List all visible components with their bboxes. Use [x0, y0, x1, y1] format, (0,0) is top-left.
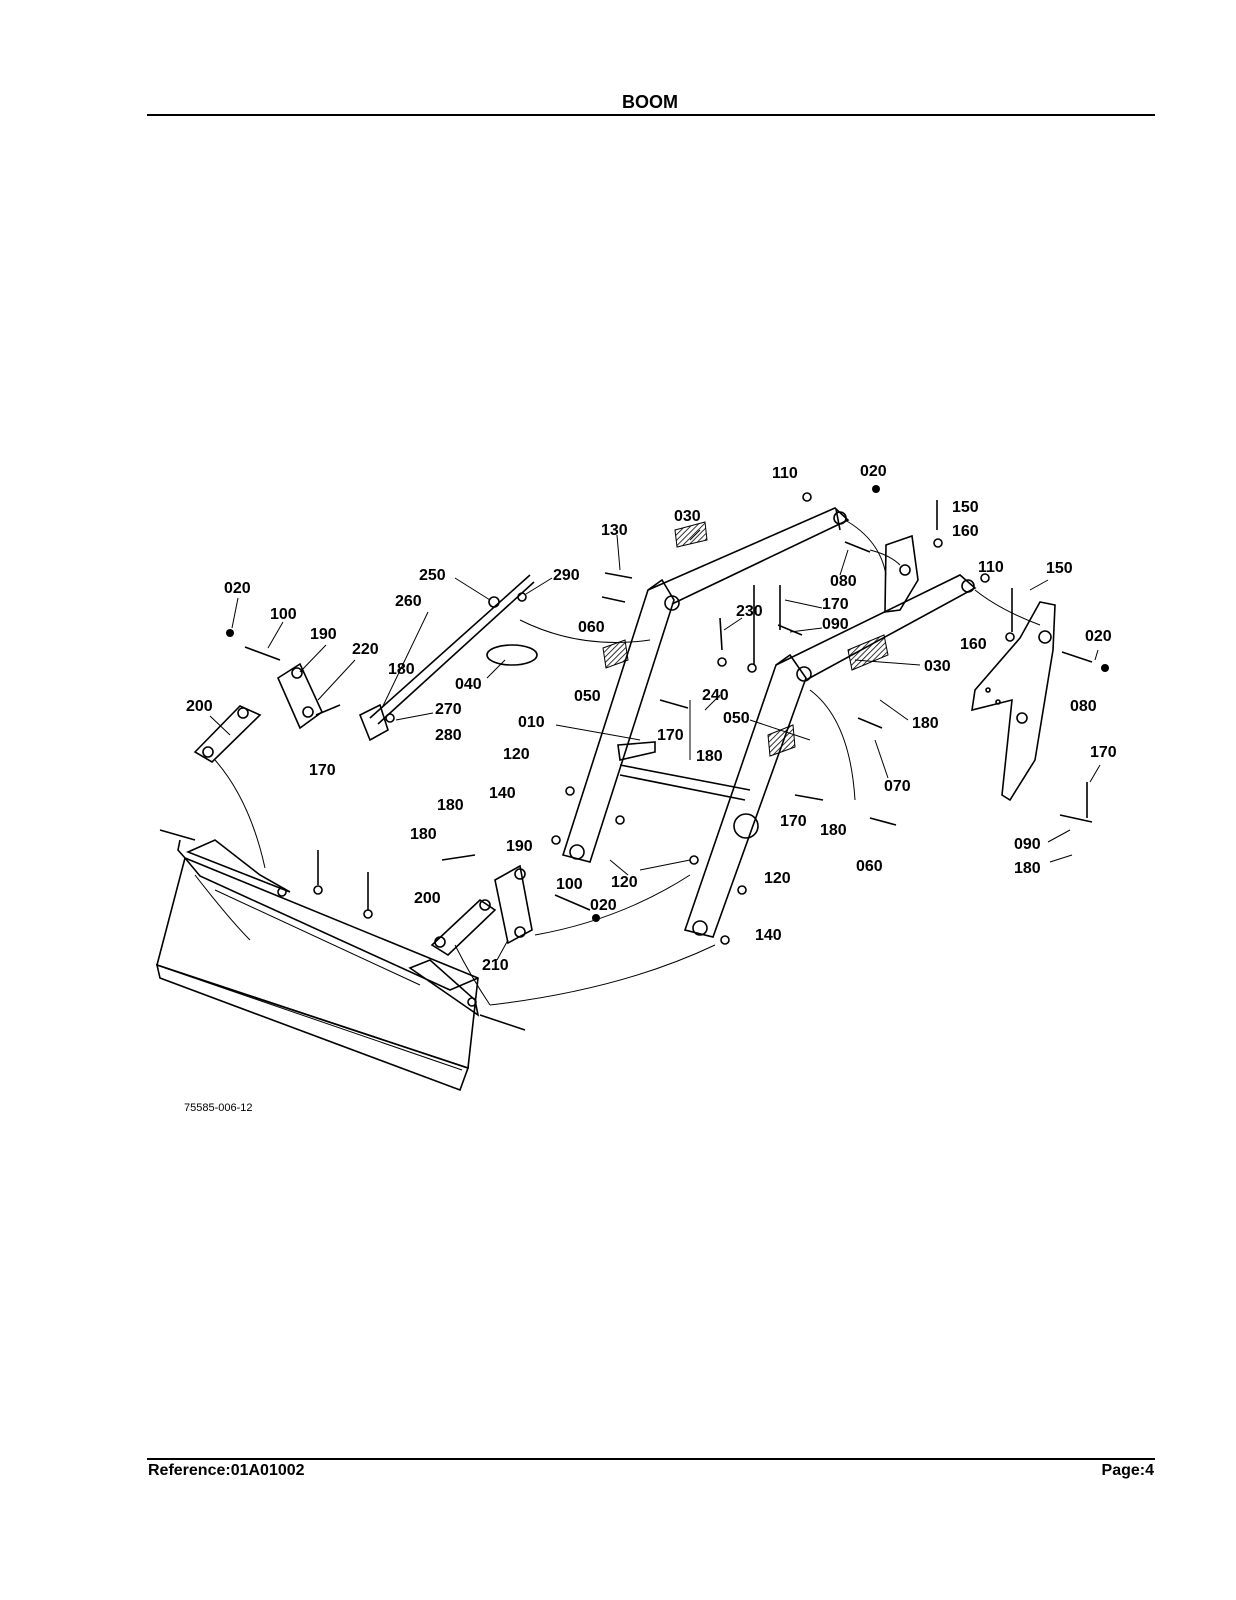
callout-label: 200 — [414, 890, 441, 907]
callout-label: 050 — [723, 710, 750, 727]
callout-label: 250 — [419, 567, 446, 584]
callout-label: 170 — [657, 727, 684, 744]
callout-label: 190 — [310, 626, 337, 643]
callout-label: 280 — [435, 727, 462, 744]
callout-label: 070 — [884, 778, 911, 795]
callout-label: 180 — [912, 715, 939, 732]
callout-label: 160 — [960, 636, 987, 653]
pins-and-bolts — [244, 500, 1093, 911]
callout-label: 230 — [736, 603, 763, 620]
callout-label: 170 — [822, 596, 849, 613]
right-mount-bracket — [971, 601, 1056, 802]
callout-label: 020 — [590, 897, 617, 914]
callout-label: 080 — [1070, 698, 1097, 715]
callout-label: 170 — [780, 813, 807, 830]
callout-label: 140 — [489, 785, 516, 802]
callout-label: 270 — [435, 701, 462, 718]
callout-label: 220 — [352, 641, 379, 658]
bucket — [155, 829, 526, 1092]
callout-label: 020 — [1085, 628, 1112, 645]
callout-label: 110 — [772, 465, 798, 482]
callout-label: 180 — [696, 748, 723, 765]
callout-label: 120 — [611, 874, 638, 891]
left-boom-arm — [561, 507, 850, 863]
callout-label: 090 — [1014, 836, 1041, 853]
level-rod — [358, 574, 535, 742]
callout-label: 030 — [674, 508, 701, 525]
callout-label: 120 — [764, 870, 791, 887]
header-rule — [147, 114, 1155, 116]
callout-label: 100 — [270, 606, 297, 623]
callout-label: 200 — [186, 698, 213, 715]
callout-label: 170 — [1090, 744, 1117, 761]
page-number: Page:4 — [1101, 1462, 1154, 1479]
callout-label: 180 — [1014, 860, 1041, 877]
left-links — [193, 662, 324, 764]
callout-label: 010 — [518, 714, 545, 731]
callout-label: 090 — [822, 616, 849, 633]
callout-label: 170 — [309, 762, 336, 779]
center-links — [430, 864, 533, 957]
callout-label: 180 — [410, 826, 437, 843]
callout-label: 260 — [395, 593, 422, 610]
grease-fittings — [226, 485, 1109, 922]
callout-label: 180 — [388, 661, 415, 678]
callout-label: 150 — [1046, 560, 1073, 577]
callout-label: 180 — [820, 822, 847, 839]
leader-lines — [209, 529, 1101, 961]
callout-label: 140 — [755, 927, 782, 944]
callout-label: 020 — [860, 463, 887, 480]
callout-label: 160 — [952, 523, 979, 540]
callout-label: 120 — [503, 746, 530, 763]
bushings — [313, 492, 1015, 945]
hose-clamp — [486, 644, 538, 666]
callout-label: 190 — [506, 838, 533, 855]
callout-label: 060 — [578, 619, 605, 636]
callout-label: 050 — [574, 688, 601, 705]
callout-label: 020 — [224, 580, 251, 597]
footer-rule — [147, 1458, 1155, 1460]
callout-label: 110 — [978, 559, 1004, 576]
callout-labels: 110 020 150 160 030 130 110 150 250 290 … — [184, 463, 1117, 1114]
callout-label: 060 — [856, 858, 883, 875]
callout-label: 100 — [556, 876, 583, 893]
callout-label: 040 — [455, 676, 482, 693]
callout-label: 290 — [553, 567, 580, 584]
page-title: BOOM — [622, 92, 678, 112]
cross-tube — [617, 741, 759, 839]
callout-label: 030 — [924, 658, 951, 675]
drawing-code: 75585-006-12 — [184, 1102, 253, 1114]
callout-label: 080 — [830, 573, 857, 590]
connector-curves — [214, 519, 1041, 1006]
left-mount-bracket — [884, 534, 919, 613]
reference-number: Reference:01A01002 — [148, 1462, 305, 1479]
callout-label: 150 — [952, 499, 979, 516]
callout-label: 210 — [482, 957, 509, 974]
callout-label: 180 — [437, 797, 464, 814]
callout-label: 240 — [702, 687, 729, 704]
callout-label: 130 — [601, 522, 628, 539]
